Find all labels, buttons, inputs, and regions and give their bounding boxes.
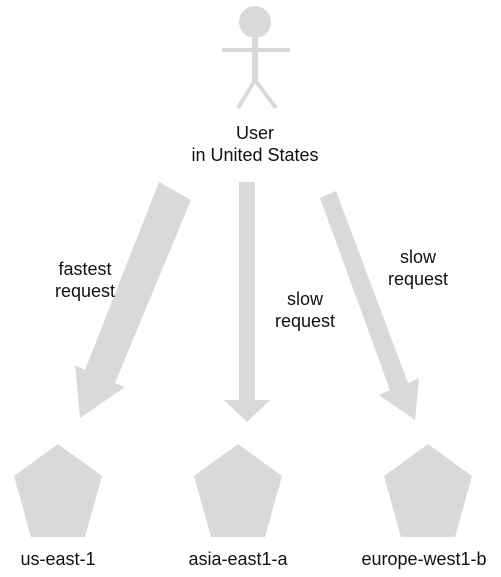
user-label-line1: User [235, 123, 274, 143]
server-label-europe-west1-b: europe-west1-b [361, 549, 487, 569]
request-label-europe-west1-b: slow request [363, 246, 473, 290]
request-label-line2: request [54, 281, 116, 301]
server-label-us-east-1: us-east-1 [20, 549, 96, 569]
request-label-asia-east1-a: slow request [250, 288, 360, 332]
request-label-line2: request [387, 269, 449, 289]
user-label: User in United States [150, 122, 360, 166]
user-label-line2: in United States [191, 145, 319, 165]
server-us-east-1-icon [14, 444, 102, 537]
server-europe-west1-b-icon [384, 444, 472, 537]
arrow-to-us-east-1 [75, 182, 191, 418]
request-label-line2: request [274, 311, 336, 331]
arrow-to-europe-west1-b [320, 191, 419, 420]
request-label-line1: slow [399, 247, 436, 267]
server-asia-east1-a-icon [194, 444, 282, 537]
person-icon [222, 6, 290, 110]
arrow-to-asia-east1-a [224, 182, 270, 422]
server-label-asia-east1-a: asia-east1-a [188, 549, 288, 569]
request-label-line1: slow [286, 289, 323, 309]
request-label-line1: fastest [58, 259, 112, 279]
request-label-us-east-1: fastest request [30, 258, 140, 302]
